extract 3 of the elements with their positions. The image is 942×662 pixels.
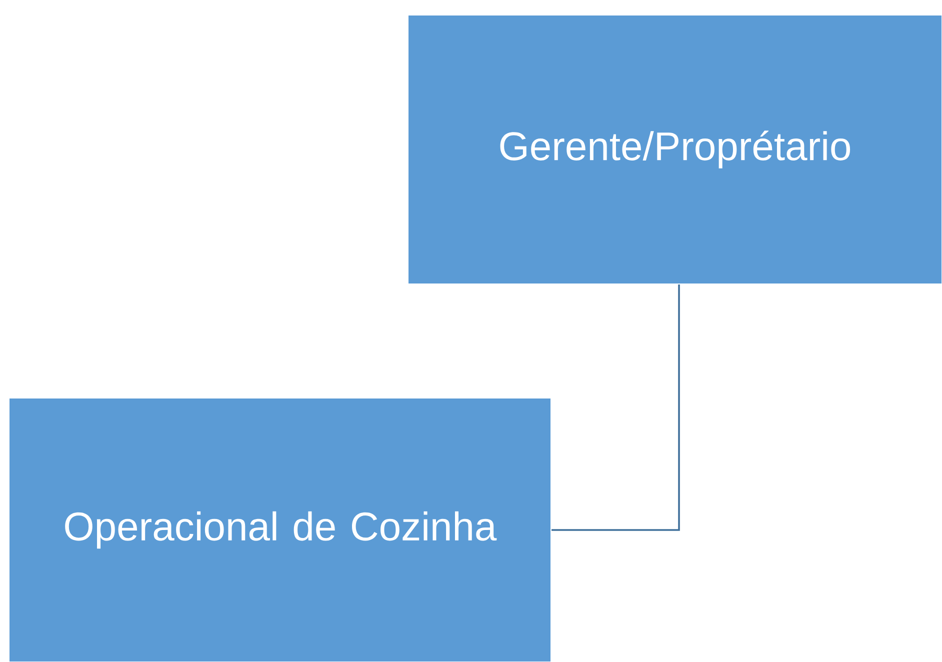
connector-line <box>552 284 680 531</box>
org-box: Gerente/Proprétario <box>408 14 942 284</box>
org-box: Operacional de Cozinha <box>8 398 552 662</box>
